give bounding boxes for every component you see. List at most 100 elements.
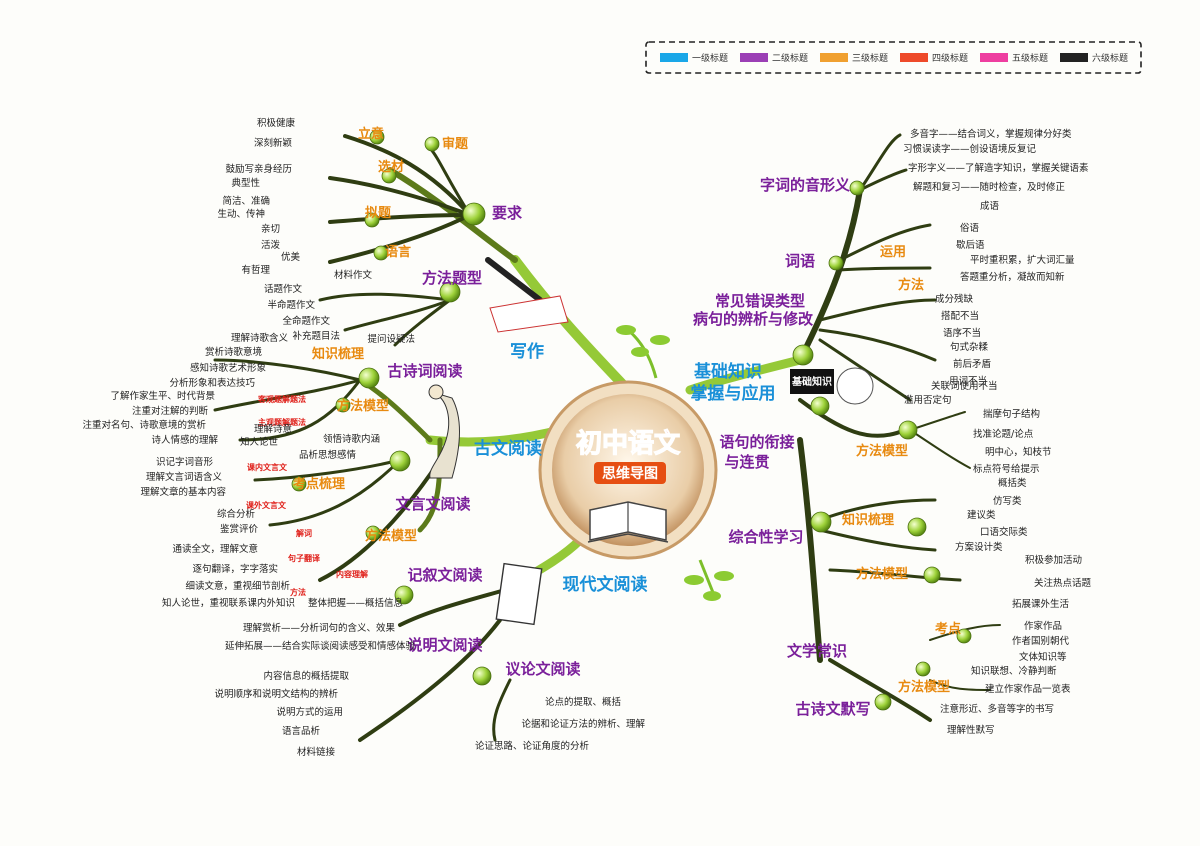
node-label-level-6: 诗人情感的理解 <box>151 434 218 446</box>
node-label-level-6: 论证思路、论证角度的分析 <box>475 740 590 752</box>
node-label-level-6: 分析形象和表达技巧 <box>169 377 255 389</box>
node-labels: 写作古文阅读现代文阅读基础知识掌握与应用要求方法题型古诗词阅读文言文阅读记叙文阅… <box>82 117 1091 758</box>
node-label-level-6: 话题作文 <box>264 283 303 295</box>
node-label-level-6: 整体把握——概括信息 <box>308 597 403 609</box>
node-label-level-6: 鉴赏评价 <box>220 523 259 535</box>
node-label-level-6: 有哲理 <box>241 264 270 276</box>
node-label-level-6: 注意形近、多音等字的书写 <box>940 703 1054 715</box>
node-label-level-3: 运用 <box>880 245 906 260</box>
branch-curve <box>929 679 991 691</box>
node-label-level-2: 说明文阅读 <box>407 636 482 654</box>
node-label-level-6: 方案设计类 <box>955 541 1003 553</box>
node-label-level-6: 领悟诗歌内涵 <box>323 433 380 445</box>
legend-label: 六级标题 <box>1092 52 1128 64</box>
node-markers <box>291 129 972 711</box>
node-label-level-6: 赏析诗歌意境 <box>205 346 263 358</box>
node-label-level-6: 滥用否定句 <box>904 394 952 406</box>
node-ball <box>381 168 397 184</box>
branch-curve <box>818 528 937 552</box>
node-label-level-1: 掌握与应用 <box>691 383 776 404</box>
node-label-level-2: 方法题型 <box>422 269 482 287</box>
branch-curve <box>685 355 805 395</box>
branch-curve <box>343 298 452 332</box>
node-ball <box>956 628 972 644</box>
node-label-level-2: 常见错误类型 <box>715 292 805 310</box>
branch-curve <box>828 658 932 722</box>
node-label-level-6: 歇后语 <box>956 239 985 251</box>
node-label-level-6: 仿写类 <box>993 495 1022 507</box>
branch-curve <box>328 213 472 264</box>
node-label-level-6: 作家作品 <box>1024 620 1062 632</box>
node-label-level-4: 句子翻译 <box>288 553 321 563</box>
node-label-level-6: 材料链接 <box>297 746 336 758</box>
node-label-level-6: 论据和论证方法的辨析、理解 <box>521 718 645 730</box>
node-label-level-6: 理解诗意 <box>254 423 292 435</box>
node-label-level-4: 解词 <box>296 528 312 538</box>
node-label-level-2: 古诗文默写 <box>795 700 870 718</box>
node-label-level-6: 搭配不当 <box>941 310 979 322</box>
node-ball <box>898 420 918 440</box>
node-label-level-6: 前后矛盾 <box>953 358 992 370</box>
legend-swatch <box>900 53 928 62</box>
legend-label: 五级标题 <box>1012 52 1048 64</box>
node-label-level-6: 文体知识等 <box>1019 651 1067 663</box>
node-ball <box>291 476 307 492</box>
node-label-level-6: 成分残缺 <box>935 293 974 305</box>
branch-curve <box>398 588 507 627</box>
node-label-level-6: 全命题作文 <box>282 315 330 327</box>
node-label-level-6: 概括类 <box>998 477 1027 489</box>
node-label-level-2: 记叙文阅读 <box>407 566 482 584</box>
node-label-level-6: 口语交际类 <box>980 526 1028 538</box>
legend-swatch <box>740 53 768 62</box>
node-label-level-6: 补充题目法 <box>292 330 340 342</box>
branch-curve <box>358 618 502 742</box>
node-label-level-6: 语序不当 <box>943 327 981 339</box>
legend-swatch <box>980 53 1008 62</box>
legend-swatch <box>1060 53 1088 62</box>
node-ball <box>828 255 844 271</box>
node-ball <box>424 136 440 152</box>
node-label-level-6: 提问设疑法 <box>367 333 415 345</box>
branch-curve <box>797 187 863 363</box>
node-label-level-2: 要求 <box>492 204 523 222</box>
node-label-level-6: 平时重积累，扩大词汇量 <box>970 254 1075 266</box>
node-label-level-6: 逐句翻译，字字落实 <box>192 563 278 575</box>
node-ball <box>810 511 832 533</box>
node-label-level-6: 鼓励写亲身经历 <box>225 163 292 175</box>
node-label-level-3: 考点 <box>935 621 961 637</box>
node-label-level-2: 病句的辨析与修改 <box>693 310 814 328</box>
node-label-level-6: 生动、传神 <box>217 208 265 220</box>
branch-curve <box>818 498 937 522</box>
node-label-level-6: 标点符号给提示 <box>973 463 1040 475</box>
node-label-level-6: 延伸拓展——结合实际谈阅读感受和情感体验 <box>225 640 416 652</box>
node-label-level-6: 论点的提取、概括 <box>545 696 622 708</box>
node-label-level-6: 简洁、准确 <box>222 195 270 207</box>
node-ball <box>472 666 492 686</box>
book-illustration <box>495 562 543 626</box>
node-label-level-6: 积极健康 <box>257 117 296 129</box>
node-ball <box>849 180 865 196</box>
node-label-level-6: 亲切 <box>261 223 280 235</box>
center-title: 初中语文 <box>576 428 681 459</box>
node-label-level-2: 综合性学习 <box>728 528 803 546</box>
node-label-level-6: 建议类 <box>967 509 996 521</box>
node-ball <box>874 693 892 711</box>
branch-curve <box>268 458 402 527</box>
node-label-level-6: 注重对名句、诗歌意境的赏析 <box>82 419 206 431</box>
node-ball <box>792 344 814 366</box>
node-ball <box>389 450 411 472</box>
node-ball <box>439 281 461 303</box>
node-label-level-6: 通读全文，理解文意 <box>172 543 258 555</box>
node-label-level-6: 关联词使用不当 <box>931 380 998 392</box>
node-ball <box>907 517 927 537</box>
node-label-level-6: 了解作家生平、时代背景 <box>110 390 215 402</box>
node-label-level-6: 活泼 <box>261 239 281 251</box>
node-label-level-6: 积极参加活动 <box>1025 554 1082 566</box>
branch-curve <box>492 678 512 742</box>
node-label-level-1: 写作 <box>510 341 544 362</box>
node-label-level-6: 多音字——结合词义，掌握规律分好类 <box>910 128 1072 140</box>
branch-curve <box>838 223 932 262</box>
branch-curve <box>818 338 912 402</box>
